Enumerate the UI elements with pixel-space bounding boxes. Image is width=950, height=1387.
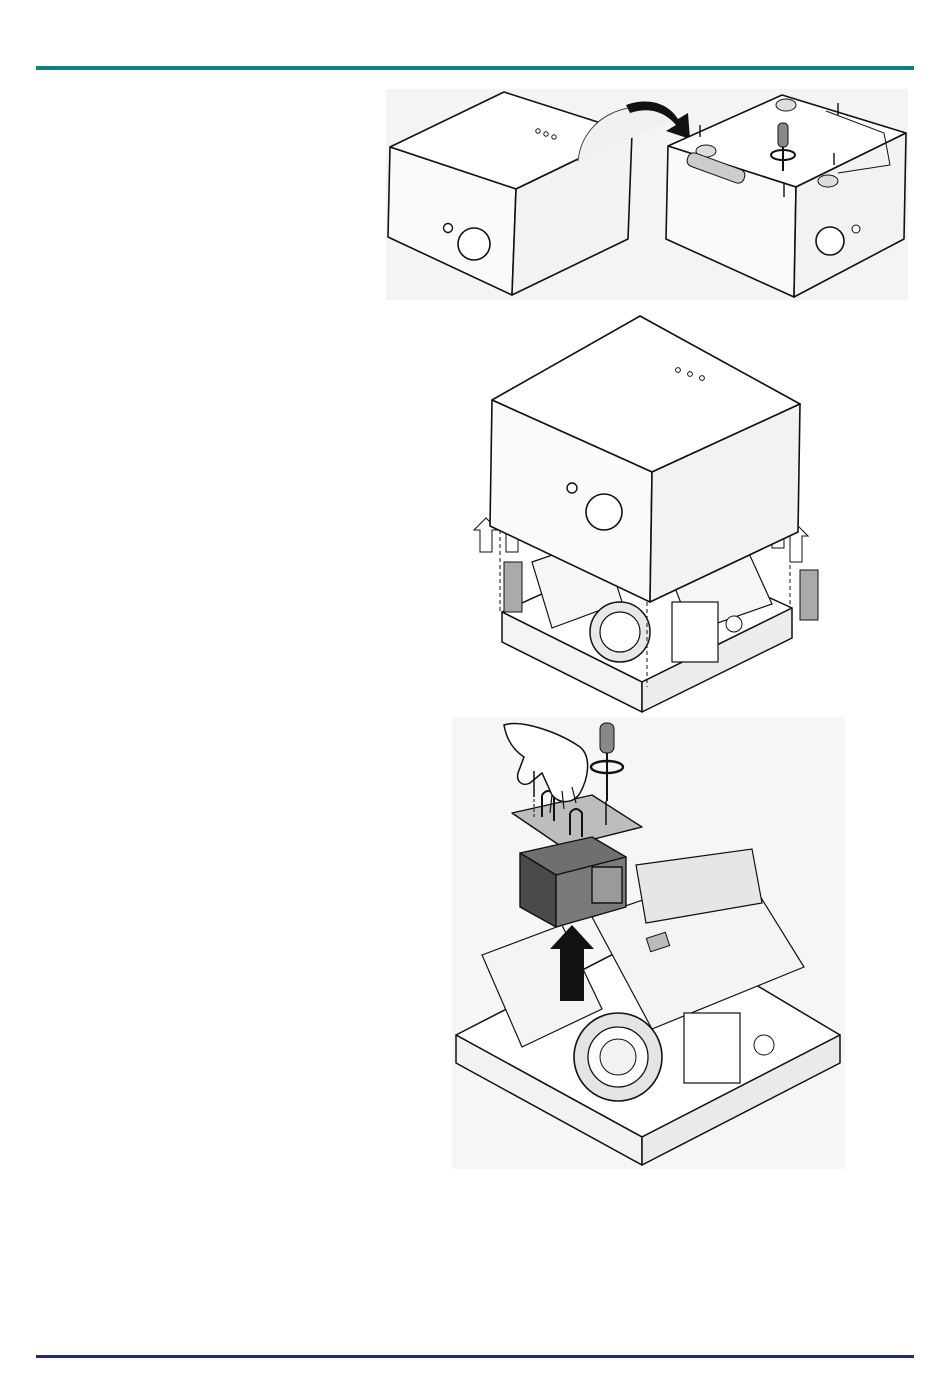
step-flip-projector-figure [386,89,908,300]
remove-lamp-module-icon [452,717,845,1169]
footer-rule [36,1355,914,1358]
lift-top-cover-icon [472,312,822,717]
flip-projector-remove-screws-icon [386,89,908,300]
header-rule [36,66,914,70]
step-remove-lamp-figure [452,717,845,1169]
step-lift-cover-figure [472,312,822,717]
